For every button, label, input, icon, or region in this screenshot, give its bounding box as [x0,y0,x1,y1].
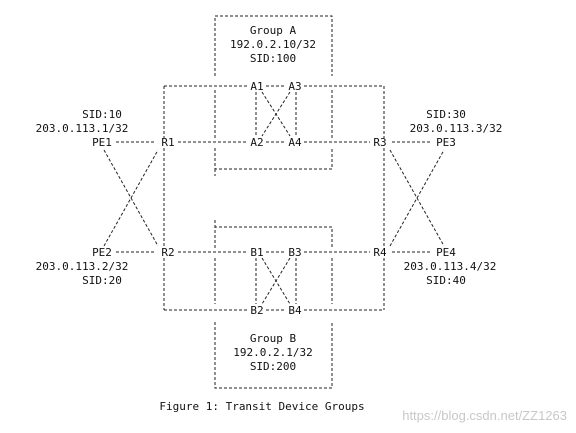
pe4-name: PE4 [436,246,456,259]
router-a1: A1 [250,80,263,93]
watermark-text: https://blog.csdn.net/ZZ1263 [402,408,567,423]
link-a-group-lower-bracket [214,148,333,170]
router-r2: R2 [161,246,174,259]
pe3-name: PE3 [436,136,456,149]
group-b-prefix: 192.0.2.1/32 [233,346,312,359]
pe2-name: PE2 [92,246,112,259]
figure-caption: Figure 1: Transit Device Groups [159,400,364,413]
router-r1: R1 [161,136,174,149]
link-b-group-upper-bracket [214,226,333,248]
router-b1: B1 [250,246,263,259]
pe2-prefix: 203.0.113.2/32 [36,260,129,273]
router-b3: B3 [288,246,301,259]
router-a3: A3 [288,80,301,93]
link-a3-a2 [261,91,291,137]
group-b-name: Group B [250,332,297,345]
pe3-sid: SID:30 [426,108,466,121]
router-a2: A2 [250,136,263,149]
link-pe2-r1 [103,149,159,247]
pe1-name: PE1 [92,136,112,149]
group-a-box [214,15,333,76]
pe3-prefix: 203.0.113.3/32 [410,122,503,135]
router-b2: B2 [250,304,263,317]
router-r3: R3 [373,136,386,149]
group-a-name: Group A [250,24,297,37]
group-b-sid: SID:200 [250,360,296,373]
pe1-prefix: 203.0.113.1/32 [36,122,129,135]
group-b-box [214,322,333,389]
router-b4: B4 [288,304,302,317]
router-r4: R4 [373,246,387,259]
group-a-prefix: 192.0.2.10/32 [230,38,316,51]
group-a-sid: SID:100 [250,52,296,65]
pe2-sid: SID:20 [82,274,122,287]
link-b3-b2 [261,257,291,305]
pe4-sid: SID:40 [426,274,466,287]
pe4-prefix: 203.0.113.4/32 [404,260,497,273]
pe1-sid: SID:10 [82,108,122,121]
link-r4-pe3 [389,149,445,247]
router-a4: A4 [288,136,302,149]
